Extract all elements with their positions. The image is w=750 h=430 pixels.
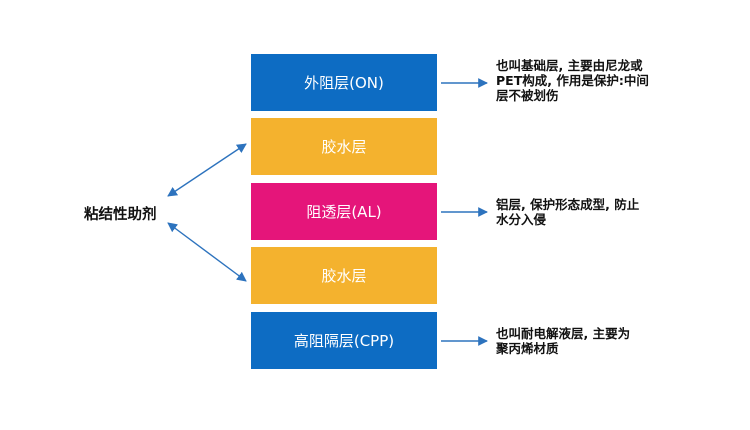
note-line: 聚丙烯材质 [496, 341, 559, 356]
layer-barrier-al-label: 阻透层(AL) [306, 203, 382, 221]
side-label-adhesive-agent: 粘结性助剂 [84, 207, 157, 223]
note-line: 也叫基础层, 主要由尼龙或 [496, 58, 643, 73]
layer-adhesive-top-label: 胶水层 [321, 138, 367, 156]
arrow-adhesive-top [167, 143, 247, 197]
note-line: 也叫耐电解液层, 主要为 [496, 326, 631, 341]
layer-adhesive-top: 胶水层 [251, 118, 437, 175]
note-barrier-al: 铝层, 保护形态成型, 防止 水分入侵 [496, 197, 676, 227]
note-line: 铝层, 保护形态成型, 防止 [496, 197, 640, 212]
layer-high-barrier-cpp-label: 高阻隔层(CPP) [293, 332, 395, 350]
layer-adhesive-bottom-label: 胶水层 [321, 267, 367, 285]
layer-outer-barrier: 外阻层(ON) [251, 54, 437, 111]
note-line: PET构成, 作用是保护:中间 [496, 73, 649, 88]
note-line: 层不被划伤 [496, 88, 559, 103]
note-line: 水分入侵 [496, 212, 547, 227]
layer-outer-barrier-label: 外阻层(ON) [304, 74, 384, 92]
note-outer-barrier: 也叫基础层, 主要由尼龙或 PET构成, 作用是保护:中间 层不被划伤 [496, 58, 676, 103]
arrow-adhesive-bottom [167, 222, 247, 282]
layer-high-barrier-cpp: 高阻隔层(CPP) [251, 312, 437, 369]
layer-barrier-al: 阻透层(AL) [251, 183, 437, 240]
layer-adhesive-bottom: 胶水层 [251, 247, 437, 304]
note-high-barrier-cpp: 也叫耐电解液层, 主要为 聚丙烯材质 [496, 326, 676, 356]
